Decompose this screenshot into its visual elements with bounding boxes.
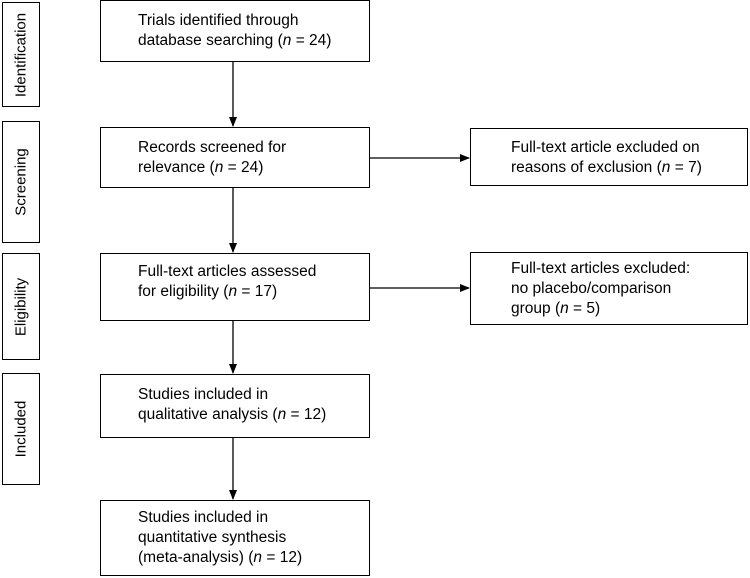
stage-included: Included	[2, 373, 40, 485]
text-line: Studies included in	[138, 386, 269, 403]
box-records-screened-text: Records screened for relevance (n = 24)	[138, 138, 286, 178]
text-line: for eligibility (n = 17)	[138, 283, 278, 300]
text-line: group (n = 5)	[511, 300, 601, 317]
stage-eligibility: Eligibility	[2, 253, 40, 360]
text-line: reasons of exclusion (n = 7)	[511, 159, 702, 176]
text-line: Full-text article excluded on	[511, 139, 700, 156]
text-line: Trials identified through	[138, 12, 299, 29]
text-line: Studies included in	[138, 509, 269, 526]
stage-identification: Identification	[2, 2, 40, 107]
box-records-screened: Records screened for relevance (n = 24)	[100, 127, 370, 188]
box-excluded-reasons-text: Full-text article excluded on reasons of …	[511, 138, 702, 178]
box-records-identified-text: Trials identified through database search…	[138, 11, 331, 51]
text-line: Full-text articles excluded:	[511, 260, 691, 277]
box-excluded-placebo: Full-text articles excluded: no placebo/c…	[470, 252, 748, 325]
box-records-identified: Trials identified through database search…	[100, 0, 370, 62]
text-line: qualitative analysis (n = 12)	[138, 406, 327, 423]
stage-screening: Screening	[2, 121, 40, 243]
box-qualitative-analysis-text: Studies included in qualitative analysis …	[138, 385, 326, 425]
text-line: (meta-analysis) (n = 12)	[138, 549, 303, 566]
box-quantitative-synthesis: Studies included in quantitative synthesi…	[100, 500, 370, 576]
box-qualitative-analysis: Studies included in qualitative analysis …	[100, 374, 370, 438]
text-line: quantitative synthesis	[138, 529, 287, 546]
text-line: Full-text articles assessed	[138, 263, 317, 280]
text-line: database searching (n = 24)	[138, 32, 332, 49]
box-quantitative-synthesis-text: Studies included in quantitative synthesi…	[138, 508, 302, 568]
text-line: relevance (n = 24)	[138, 159, 264, 176]
box-articles-assessed: Full-text articles assessed for eligibili…	[100, 253, 370, 321]
box-excluded-reasons: Full-text article excluded on reasons of …	[470, 128, 748, 186]
text-line: no placebo/comparison	[511, 280, 672, 297]
text-line: Records screened for	[138, 139, 287, 156]
box-articles-assessed-text: Full-text articles assessed for eligibili…	[138, 262, 316, 302]
box-excluded-placebo-text: Full-text articles excluded: no placebo/c…	[511, 259, 690, 319]
